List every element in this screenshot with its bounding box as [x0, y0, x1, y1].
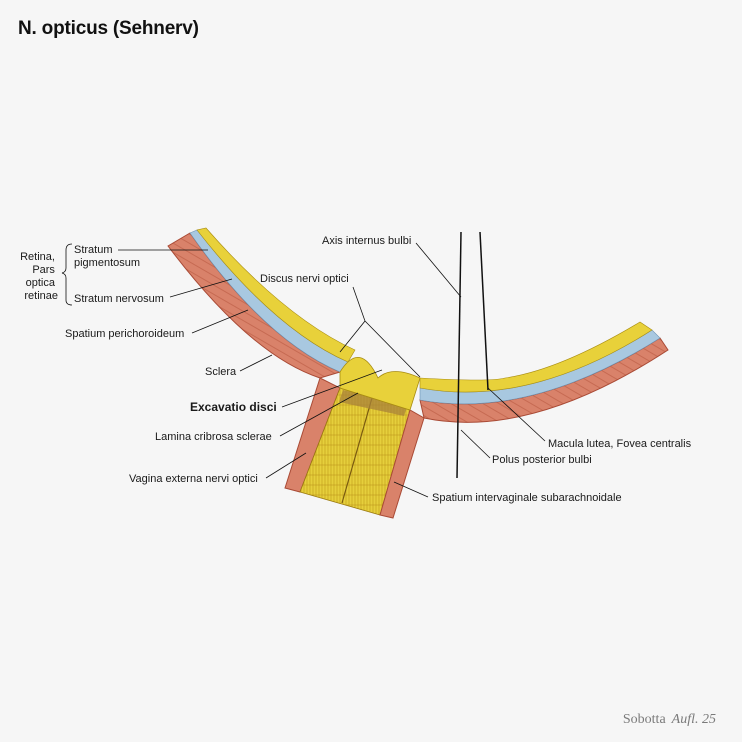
vagina-externa-right: [379, 409, 425, 519]
optic-nerve: [284, 356, 425, 519]
label-lamina-cribrosa: Lamina cribrosa sclerae: [155, 431, 272, 443]
label-polus-posterior: Polus posterior bulbi: [492, 454, 592, 466]
label-excavatio-disci: Excavatio disci: [190, 400, 277, 414]
label-macula-lutea: Macula lutea, Fovea centralis: [548, 438, 692, 450]
label-vagina-externa: Vagina externa nervi optici: [129, 473, 258, 485]
label-stratum-nervosum: Stratum nervosum: [74, 293, 164, 305]
eyeball-wall-right: [419, 321, 669, 423]
label-sclera: Sclera: [205, 366, 237, 378]
label-stratum-pigmentosum: Stratum pigmentosum: [74, 244, 140, 269]
label-axis-internus: Axis internus bulbi: [322, 235, 411, 247]
label-spatium-perichoroideum: Spatium perichoroideum: [65, 328, 184, 340]
eyeball-wall-left: [167, 227, 356, 379]
label-discus-nervi-optici: Discus nervi optici: [260, 273, 349, 285]
retina-left: [196, 227, 356, 363]
footer-credit: Sobotta Aufl. 25: [623, 712, 716, 728]
footer-book: Sobotta: [622, 712, 666, 727]
axis-line-1: [456, 231, 462, 479]
label-retina-group: Retina, Pars optica retinae: [20, 251, 58, 302]
retina-right: [419, 321, 653, 393]
footer-edition: Aufl. 25: [671, 712, 716, 727]
nerve-septum: [341, 397, 373, 504]
leader-lines: [61, 242, 546, 498]
page-title: N. opticus (Sehnerv): [18, 18, 199, 39]
label-spatium-intervaginale: Spatium intervaginale subarachnoidale: [432, 492, 622, 504]
axis-line-2: [479, 231, 489, 391]
lamina-cribrosa: [339, 390, 408, 416]
